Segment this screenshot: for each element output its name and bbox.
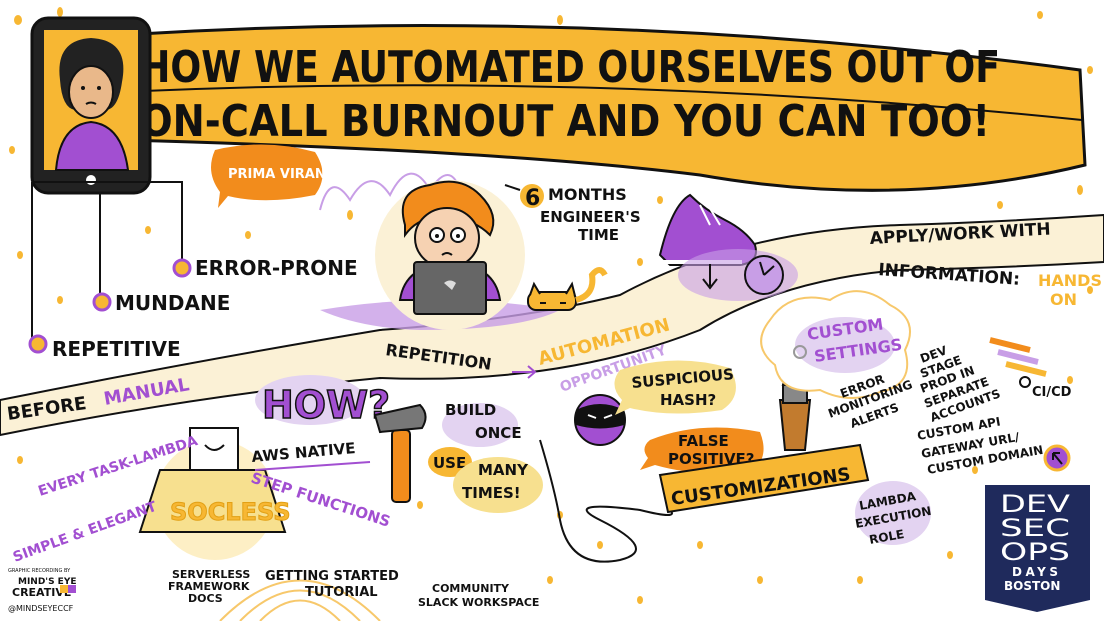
time-line-1: MONTHS bbox=[548, 185, 627, 204]
time-note: 6 MONTHS ENGINEER'S TIME bbox=[504, 184, 641, 244]
devsecops-days-boston-logo: DEV SEC OPS DAYS BOSTON bbox=[985, 485, 1090, 612]
hammer-icon bbox=[373, 403, 427, 503]
false-line-1: FALSE bbox=[678, 432, 729, 450]
title-line-2: ON-CALL BURNOUT AND YOU CAN TOO! bbox=[140, 96, 990, 147]
time-number: 6 bbox=[525, 186, 540, 211]
logo-line-2: SEC bbox=[1000, 514, 1070, 542]
time-line-2: ENGINEER'S bbox=[540, 208, 641, 226]
once-label: ONCE bbox=[475, 424, 522, 442]
time-line-3: TIME bbox=[578, 226, 619, 244]
cat-icon bbox=[527, 267, 608, 311]
credit-line-2: MIND'S EYE bbox=[18, 577, 77, 587]
title-line-1: HOW WE AUTOMATED OURSELVES OUT OF bbox=[140, 42, 1000, 93]
how-heading: HOW? bbox=[255, 375, 391, 428]
socless-aws-native: AWS NATIVE bbox=[251, 439, 356, 466]
apply-line-3: HANDS bbox=[1038, 271, 1102, 290]
times-label: TIMES! bbox=[462, 484, 521, 502]
resource-getting-2: TUTORIAL bbox=[305, 585, 378, 600]
pain-point-mundane: MUNDANE bbox=[115, 291, 230, 315]
title-banner: HOW WE AUTOMATED OURSELVES OUT OF ON-CAL… bbox=[118, 24, 1087, 192]
logo-line-3: OPS bbox=[1000, 538, 1070, 566]
worry-scribble bbox=[319, 172, 461, 211]
credit-handle: @MINDSEYECCF bbox=[8, 604, 74, 613]
socless-simple: SIMPLE & ELEGANT bbox=[11, 499, 159, 566]
credit-line-3: CREATIVE bbox=[12, 586, 71, 599]
apply-line-4: ON bbox=[1050, 290, 1077, 309]
engineer-at-laptop-icon bbox=[375, 180, 525, 330]
many-label: MANY bbox=[478, 461, 529, 479]
hacker-icon bbox=[574, 394, 626, 446]
build-label: BUILD bbox=[445, 401, 496, 419]
artist-credit: GRAPHIC RECORDING BY MIND'S EYE CREATIVE… bbox=[8, 568, 77, 613]
suspicious-line-2: HASH? bbox=[660, 391, 716, 409]
flow-squiggle bbox=[539, 439, 673, 563]
resource-serverless-3: DOCS bbox=[188, 592, 223, 605]
custom-settings-cloud: CUSTOM SETTINGS bbox=[760, 290, 911, 400]
question-bubbles: SUSPICIOUS HASH? FALSE POSITIVE? bbox=[614, 360, 764, 474]
speaker-bubble: PRIMA VIRANI bbox=[211, 144, 331, 208]
resources: SERVERLESS FRAMEWORK DOCS GETTING STARTE… bbox=[168, 568, 539, 609]
use-label: USE bbox=[433, 454, 466, 472]
speaker-name: PRIMA VIRANI bbox=[228, 167, 331, 182]
resource-serverless-2: FRAMEWORK bbox=[168, 580, 250, 593]
build-use-note: BUILD ONCE USE MANY TIMES! bbox=[428, 401, 543, 513]
phone-portrait-icon bbox=[30, 16, 152, 195]
connector-lines bbox=[31, 181, 183, 338]
socless-laptop-icon: SOCLESS bbox=[138, 427, 291, 560]
logo-line-5: BOSTON bbox=[1004, 579, 1060, 593]
resource-community-2: SLACK WORKSPACE bbox=[418, 596, 539, 609]
pain-point-repetitive: REPETITIVE bbox=[52, 337, 181, 361]
pain-point-error-prone: ERROR-PRONE bbox=[195, 256, 358, 280]
resource-serverless-1: SERVERLESS bbox=[172, 568, 250, 581]
how-text: HOW? bbox=[262, 383, 390, 427]
resource-arcs-icon bbox=[219, 579, 381, 621]
resource-community-1: COMMUNITY bbox=[432, 582, 510, 595]
logo-line-1: DEV bbox=[1000, 490, 1071, 518]
socless-name: SOCLESS bbox=[170, 498, 290, 526]
pain-points: ERROR-PRONE MUNDANE REPETITIVE bbox=[28, 256, 358, 361]
lambda-line-3: ROLE bbox=[868, 527, 905, 547]
cicd-label: CI/CD bbox=[1032, 385, 1072, 400]
clock-icon bbox=[678, 249, 798, 301]
credit-line-1: GRAPHIC RECORDING BY bbox=[8, 568, 71, 574]
resource-getting-1: GETTING STARTED bbox=[265, 569, 399, 584]
